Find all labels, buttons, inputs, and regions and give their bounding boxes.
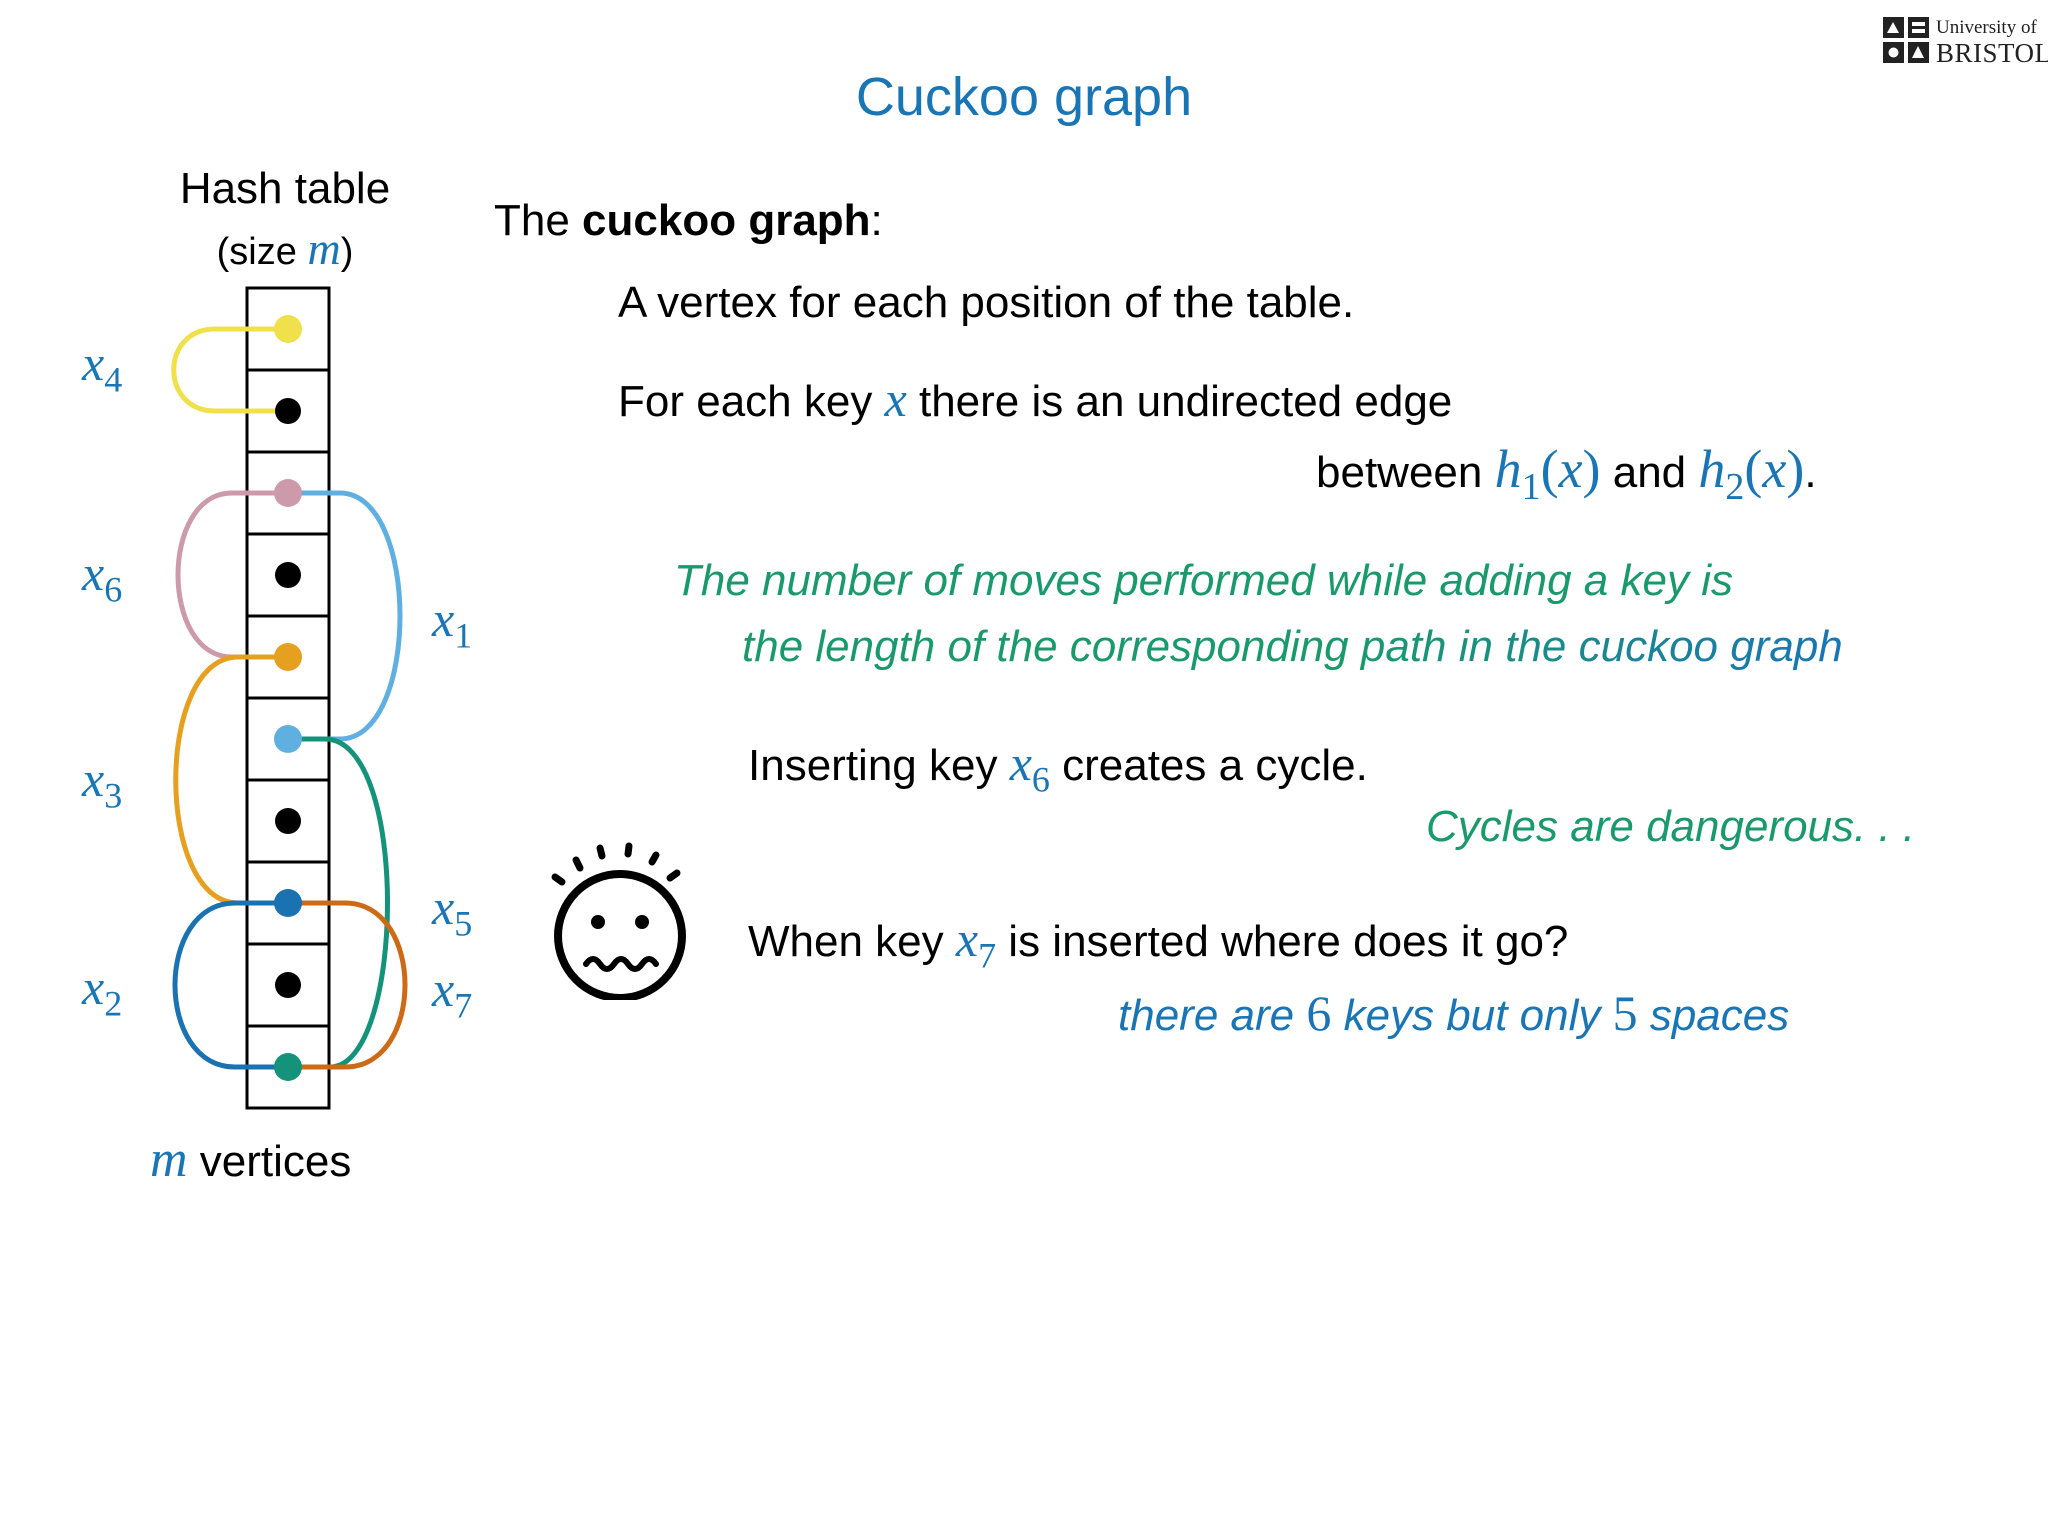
slide-title: Cuckoo graph xyxy=(855,67,1193,127)
edge-x7 xyxy=(288,736,390,1070)
capacity-note: there are 6 keys but only 5 spaces xyxy=(1118,985,1790,1041)
key-label-x1: x1 xyxy=(432,591,473,656)
cuckoo-graph-term: cuckoo graph xyxy=(582,196,871,245)
vertex-6 xyxy=(275,808,301,834)
moves-line-2: the length of the corresponding path in … xyxy=(742,622,1843,671)
edge-x3 xyxy=(173,654,288,906)
edge-x1 xyxy=(288,490,403,742)
size-suffix: ) xyxy=(340,231,354,273)
intro-line: The cuckoo graph: xyxy=(494,196,883,245)
moves-line-1: The number of moves performed while addi… xyxy=(674,556,1733,605)
vertex-5 xyxy=(274,725,302,753)
hash-table-label: Hash table xyxy=(179,164,391,213)
vertices-caption: m vertices xyxy=(150,1130,351,1189)
logo-line1: University of xyxy=(1936,17,2037,38)
cycles-warning: Cycles are dangerous. . . xyxy=(1426,802,1916,851)
edge-endpoints: between h1(x) and h2(x). xyxy=(1316,439,1817,509)
vertex-4 xyxy=(274,643,302,671)
key-label-x5: x5 xyxy=(432,879,473,944)
edge-x4 xyxy=(171,326,288,414)
edge-x5 xyxy=(288,900,408,1070)
worried-face-icon xyxy=(551,842,686,1000)
vertex-9 xyxy=(274,1053,302,1081)
vertex-7 xyxy=(274,889,302,917)
vertex-3 xyxy=(275,562,301,588)
edge-x6 xyxy=(175,490,288,660)
edge-x2 xyxy=(172,900,288,1070)
vertices-var: m xyxy=(150,1131,188,1188)
hash-table-size: (size m) xyxy=(140,222,430,275)
university-logo: University of BRISTOL xyxy=(1882,14,2048,68)
cuckoo-graph-diagram xyxy=(171,286,408,1110)
vertex-1 xyxy=(275,398,301,424)
crest-icon xyxy=(1883,17,1929,63)
vertex-0 xyxy=(274,315,302,343)
key-label-x2: x2 xyxy=(82,959,123,1024)
logo-line2: BRISTOL xyxy=(1936,38,2048,68)
table-cell-8 xyxy=(245,942,331,1028)
key-label-x7: x7 xyxy=(432,961,473,1026)
size-var: m xyxy=(307,223,341,274)
vertex-definition: A vertex for each position of the table. xyxy=(618,278,1355,327)
edge-definition: For each key x there is an undirected ed… xyxy=(618,371,1453,427)
key-label-x4: x4 xyxy=(82,335,123,400)
insert-line: Inserting key x6 creates a cycle. xyxy=(748,735,1368,800)
vertices-text: vertices xyxy=(187,1137,352,1186)
when-line: When key x7 is inserted where does it go… xyxy=(748,911,1569,976)
vertex-8 xyxy=(275,972,301,998)
key-label-x6: x6 xyxy=(82,545,123,610)
key-label-x3: x3 xyxy=(82,751,123,816)
vertex-2 xyxy=(274,479,302,507)
size-prefix: (size xyxy=(216,231,308,273)
